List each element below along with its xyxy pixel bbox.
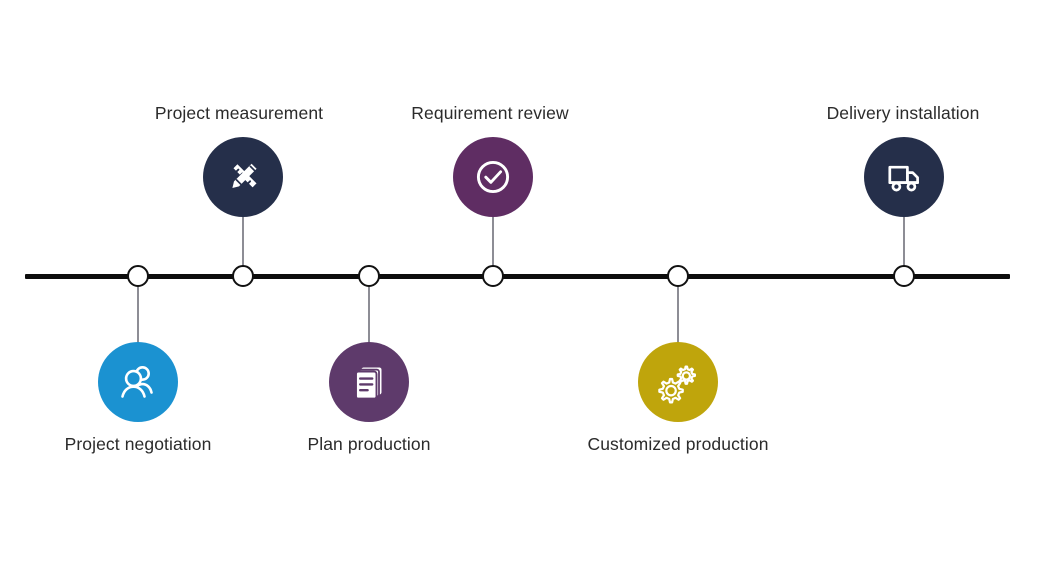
connector-stem-3: [368, 286, 370, 344]
connector-stem-4: [492, 215, 494, 267]
step-label-project-negotiation: Project negotiation: [64, 434, 212, 454]
timeline-node-6[interactable]: [893, 265, 915, 287]
timeline-node-5[interactable]: [667, 265, 689, 287]
step-label-customized-production: Customized production: [587, 434, 769, 454]
timeline-node-1[interactable]: [127, 265, 149, 287]
timeline-node-3[interactable]: [358, 265, 380, 287]
gears-icon: [655, 359, 701, 405]
connector-stem-1: [137, 286, 139, 344]
milestone-bubble-delivery-installation[interactable]: [864, 137, 944, 217]
timeline-axis: [25, 274, 1010, 279]
step-label-plan-production: Plan production: [307, 434, 431, 454]
step-label-requirement-review: Requirement review: [411, 103, 569, 123]
check-circle-icon: [470, 154, 516, 200]
step-label-delivery-installation: Delivery installation: [826, 103, 980, 123]
milestone-bubble-plan-production[interactable]: [329, 342, 409, 422]
pencil-ruler-icon: [220, 154, 266, 200]
milestone-bubble-customized-production[interactable]: [638, 342, 718, 422]
connector-stem-2: [242, 215, 244, 267]
delivery-truck-icon: [881, 154, 927, 200]
timeline-node-4[interactable]: [482, 265, 504, 287]
users-icon: [115, 359, 161, 405]
timeline-node-2[interactable]: [232, 265, 254, 287]
connector-stem-5: [677, 286, 679, 344]
milestone-bubble-requirement-review[interactable]: [453, 137, 533, 217]
milestone-bubble-project-measurement[interactable]: [203, 137, 283, 217]
milestone-bubble-project-negotiation[interactable]: [98, 342, 178, 422]
documents-icon: [347, 360, 391, 404]
step-label-project-measurement: Project measurement: [154, 103, 324, 123]
connector-stem-6: [903, 215, 905, 267]
